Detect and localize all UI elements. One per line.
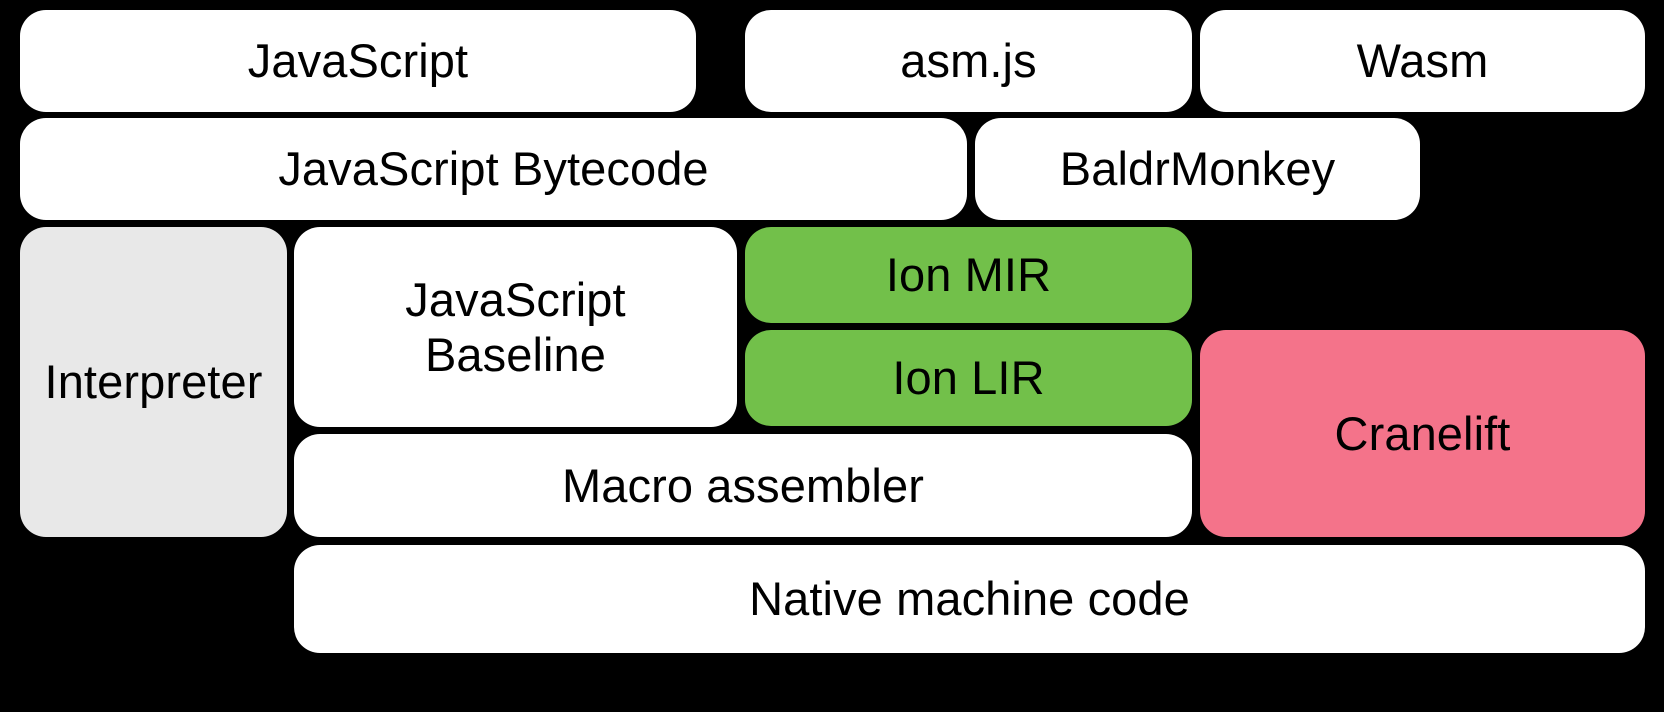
node-wasm: Wasm xyxy=(1200,10,1645,112)
node-ion-lir: Ion LIR xyxy=(745,330,1192,426)
node-baldrmonkey: BaldrMonkey xyxy=(975,118,1420,220)
node-interpreter: Interpreter xyxy=(20,227,287,537)
node-ion-mir: Ion MIR xyxy=(745,227,1192,323)
node-javascript-bytecode: JavaScript Bytecode xyxy=(20,118,967,220)
node-javascript: JavaScript xyxy=(20,10,696,112)
node-cranelift: Cranelift xyxy=(1200,330,1645,537)
node-javascript-baseline: JavaScript Baseline xyxy=(294,227,737,427)
node-native-machine-code: Native machine code xyxy=(294,545,1645,653)
node-asmjs: asm.js xyxy=(745,10,1192,112)
node-macro-assembler: Macro assembler xyxy=(294,434,1192,537)
